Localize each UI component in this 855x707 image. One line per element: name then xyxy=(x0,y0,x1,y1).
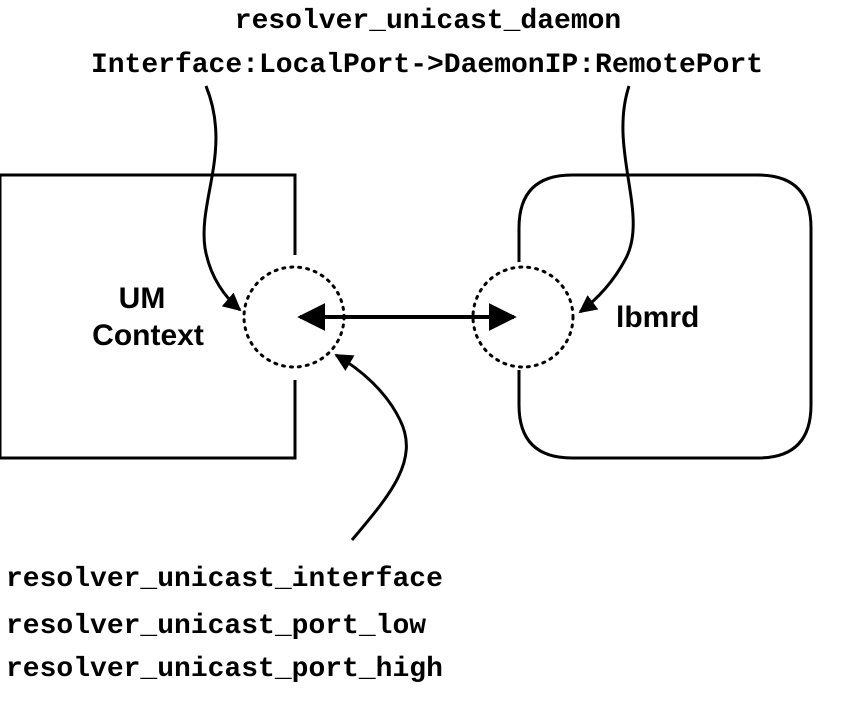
daemon-param-label: resolver_unicast_daemon xyxy=(235,6,621,37)
port-low-param-label: resolver_unicast_port_low xyxy=(6,611,426,642)
lbmrd-label: lbmrd xyxy=(616,301,699,334)
lbmrd-box xyxy=(517,173,813,460)
port-high-param-label: resolver_unicast_port_high xyxy=(6,654,443,685)
daemon-remote-pointer xyxy=(578,85,635,314)
daemon-interface-pointer xyxy=(202,85,242,312)
um-context-box xyxy=(0,173,297,460)
lbmrd-port-circle xyxy=(471,265,575,369)
interface-port-pointer xyxy=(334,353,408,541)
context-label-line1: UM xyxy=(119,282,166,315)
daemon-format-label: Interface:LocalPort->DaemonIP:RemotePort xyxy=(91,50,763,81)
context-label-line2: Context xyxy=(92,319,204,352)
interface-param-label: resolver_unicast_interface xyxy=(6,564,443,595)
